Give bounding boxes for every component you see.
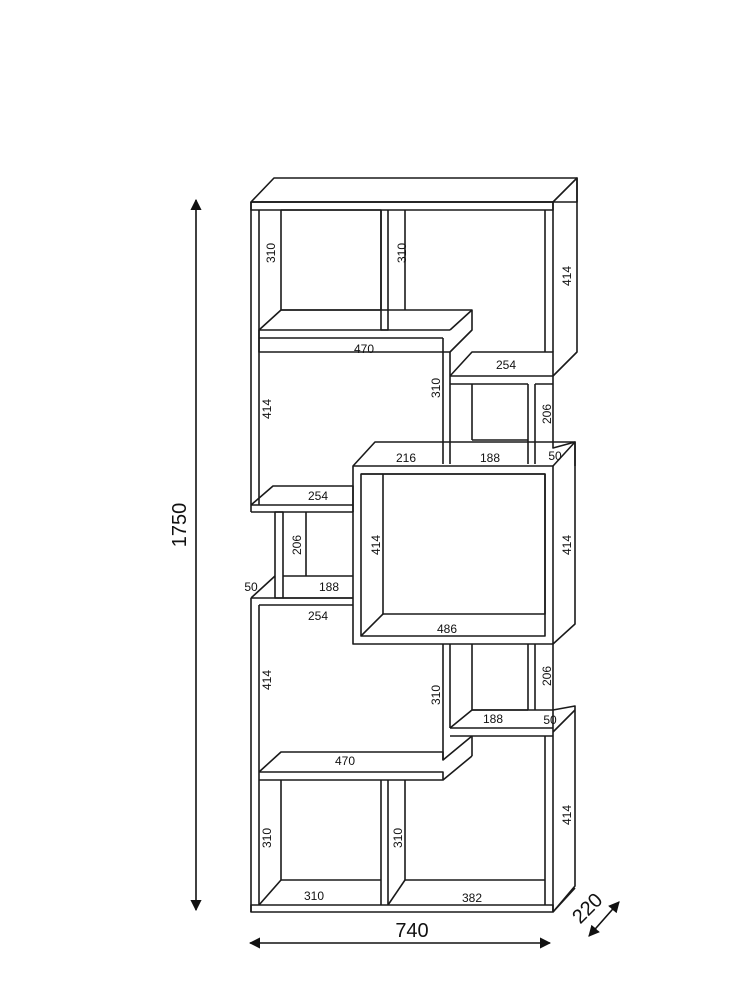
dim-upper-small-edge: 50 [548,449,562,463]
dim-lower-left-height: 414 [260,670,274,690]
dim-upper-shelf-width: 470 [354,342,374,356]
dim-left-mid-shelf: 254 [308,489,328,503]
dim-center-box-right-height: 414 [560,535,574,555]
dim-upper-mid-height: 310 [429,378,443,398]
dim-upper-right-small-height: 206 [540,404,554,424]
dim-bottom-left-height: 310 [260,828,274,848]
dim-bottom-mid-height: 310 [391,828,405,848]
dim-top-mid-height: 310 [395,243,409,263]
dim-lower-right-small-height: 206 [540,666,554,686]
dim-left-small-height: 206 [290,535,304,555]
compartment-dimensions: 310 310 414 470 254 414 310 206 216 188 … [244,243,574,905]
dim-lower-small-shelf: 188 [483,712,503,726]
dim-upper-mid-shelf: 216 [396,451,416,465]
dim-center-box-width: 486 [437,622,457,636]
overall-width-label: 740 [395,920,428,942]
dim-bottom-right-width: 382 [462,891,482,905]
dim-top-left-height: 310 [264,243,278,263]
dim-lower-mid-height: 310 [429,685,443,705]
dim-bottom-left-width: 310 [304,889,324,903]
dim-bottom-right-height: 414 [560,805,574,825]
dim-top-right-height: 414 [560,266,574,286]
dim-left-lower-shelf: 254 [308,609,328,623]
dim-upper-left-height: 414 [260,399,274,419]
dim-upper-right-shelf: 254 [496,358,516,372]
shelf-unit-outline [250,177,578,913]
dim-upper-small-shelf: 188 [480,451,500,465]
overall-height-label: 1750 [169,503,191,548]
dim-lower-shelf-width: 470 [335,754,355,768]
dim-lower-small-edge: 50 [543,713,557,727]
dim-left-small-shelf: 188 [319,580,339,594]
depth-arrow [588,901,620,937]
dim-center-box-left-height: 414 [369,535,383,555]
dim-left-edge: 50 [244,580,258,594]
